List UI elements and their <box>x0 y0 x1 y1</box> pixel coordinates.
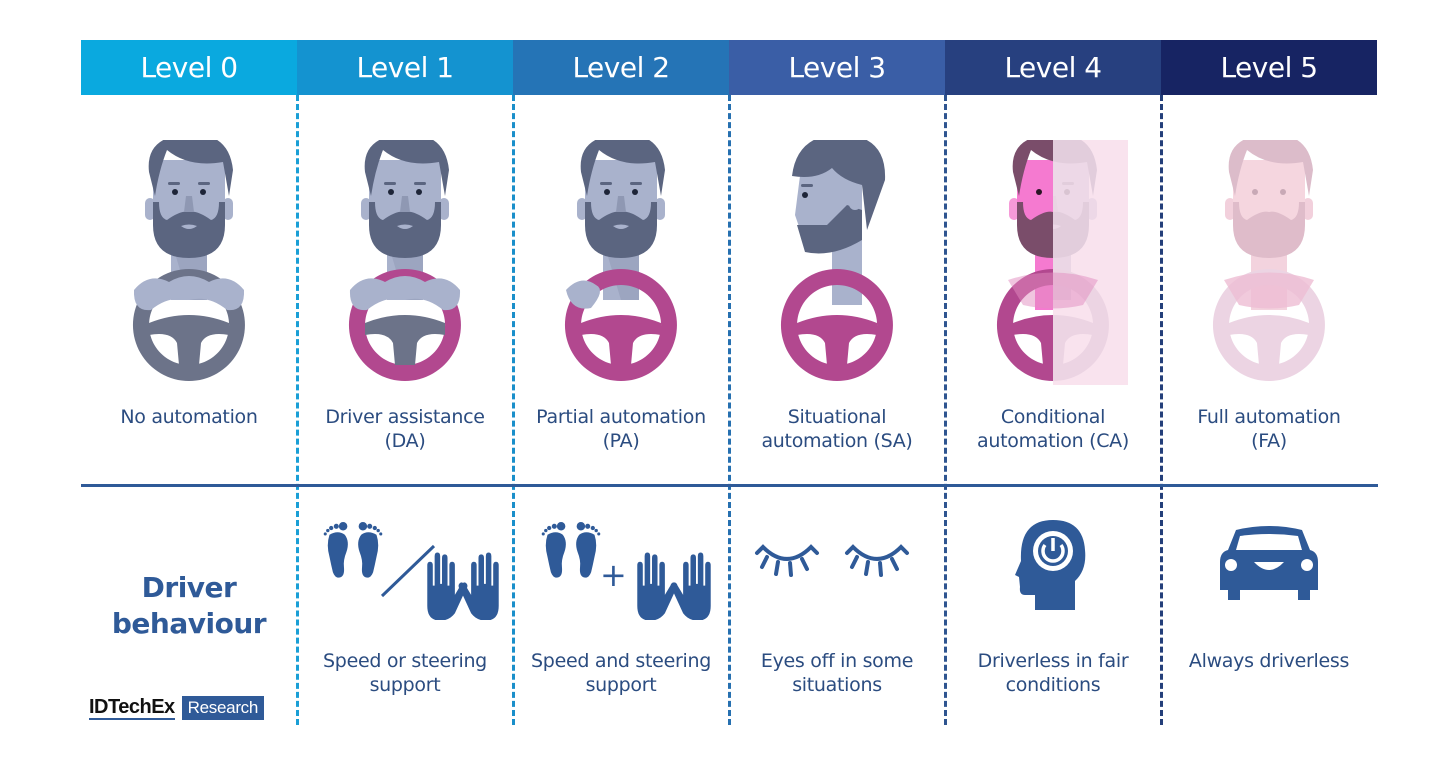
label-line: Always driverless <box>1188 650 1350 672</box>
idtechex-logo: IDTechEx Research <box>89 696 265 720</box>
behaviour-label-level-5: Always driverless <box>1161 649 1377 673</box>
title-line: Driver <box>141 571 237 604</box>
label-line: Speed or steering <box>323 650 487 672</box>
label-line: Situational <box>787 406 887 428</box>
label-line: Partial automation <box>536 406 706 428</box>
automation-label-level-4: Conditional automation (CA) <box>945 405 1161 453</box>
label-line: (DA) <box>384 430 426 452</box>
level-header-bar: Level 0 Level 1 Level 2 Level 3 Level 4 … <box>81 40 1377 95</box>
label-line: No automation <box>120 406 258 428</box>
behaviour-label-level-4: Driverless in fair conditions <box>945 649 1161 697</box>
label-line: Eyes off in some <box>760 650 914 672</box>
label-line: support <box>369 674 441 696</box>
feet-or-hands-icon <box>297 510 513 620</box>
automation-label-level-2: Partial automation (PA) <box>513 405 729 453</box>
level-3-header: Level 3 <box>729 40 945 95</box>
level-0-header: Level 0 <box>81 40 297 95</box>
svg-text:+: + <box>600 556 627 594</box>
driver-looking-away-icon <box>729 140 945 385</box>
driver-behaviour-title: Driver behaviour <box>81 570 297 642</box>
automation-label-level-3: Situational automation (SA) <box>729 405 945 453</box>
level-1-header: Level 1 <box>297 40 513 95</box>
label-line: automation (CA) <box>977 430 1129 452</box>
driver-hands-on-pink-wheel-icon <box>297 140 513 385</box>
label-line: conditions <box>1005 674 1101 696</box>
automation-label-level-1: Driver assistance (DA) <box>297 405 513 453</box>
column-divider <box>296 95 299 725</box>
behaviour-label-level-3: Eyes off in some situations <box>729 649 945 697</box>
section-separator <box>81 484 1378 487</box>
half-faded-driver-icon <box>945 140 1161 385</box>
logo-tag: Research <box>181 696 265 720</box>
logo-brand: IDTechEx <box>89 696 175 720</box>
level-4-header: Level 4 <box>945 40 1161 95</box>
automation-label-level-0: No automation <box>81 405 297 429</box>
level-5-header: Level 5 <box>1161 40 1377 95</box>
driver-hands-on-pink-wheel-icon <box>513 140 729 385</box>
column-divider <box>512 95 515 725</box>
label-line: Conditional <box>1000 406 1106 428</box>
behaviour-label-level-2: Speed and steering support <box>513 649 729 697</box>
label-line: Driver assistance <box>325 406 485 428</box>
label-line: automation (SA) <box>761 430 913 452</box>
feet-plus-hands-icon: + <box>513 510 729 620</box>
column-divider <box>1160 95 1163 725</box>
column-divider <box>944 95 947 725</box>
column-divider <box>728 95 731 725</box>
title-line: behaviour <box>111 607 267 640</box>
head-power-icon <box>945 510 1161 620</box>
closed-eyes-icon <box>729 510 945 620</box>
label-line: Full automation <box>1197 406 1341 428</box>
label-line: Speed and steering <box>531 650 711 672</box>
driver-hands-on-grey-wheel-icon <box>81 140 297 385</box>
label-line: Driverless in fair <box>977 650 1129 672</box>
car-icon <box>1161 510 1377 620</box>
label-line: (FA) <box>1251 430 1287 452</box>
level-2-header: Level 2 <box>513 40 729 95</box>
label-line: situations <box>792 674 882 696</box>
faded-driver-icon <box>1161 140 1377 385</box>
label-line: support <box>585 674 657 696</box>
automation-label-level-5: Full automation (FA) <box>1161 405 1377 453</box>
behaviour-label-level-1: Speed or steering support <box>297 649 513 697</box>
label-line: (PA) <box>602 430 640 452</box>
